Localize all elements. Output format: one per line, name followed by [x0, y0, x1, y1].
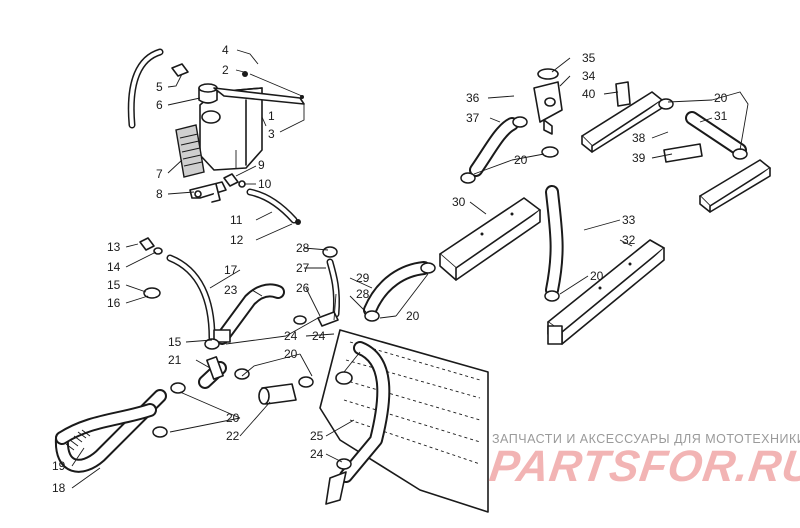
callout-numbers: 4 2 5 6 1 3 7 8 9 10 11 12 13 14 15 16 1…: [52, 43, 728, 495]
callout-4: 4: [222, 43, 229, 57]
deflector-39: [663, 143, 703, 163]
callout-22: 22: [226, 429, 240, 443]
callout-24-mid: 24: [312, 329, 326, 343]
callout-15-upper: 15: [107, 278, 121, 292]
callout-20-center: 20: [406, 309, 420, 323]
tunnel-panel: [319, 329, 489, 513]
callout-18: 18: [52, 481, 66, 495]
reservoir-cap: [198, 83, 218, 104]
callout-5: 5: [156, 80, 163, 94]
callout-11: 11: [230, 213, 243, 227]
grommet-pad: [175, 124, 205, 178]
callout-15-lower: 15: [168, 335, 182, 349]
callout-2: 2: [222, 63, 229, 77]
callout-6: 6: [156, 98, 163, 112]
long-hose-33: [544, 185, 564, 302]
callout-19: 19: [52, 459, 66, 473]
hose-clamps-left: [152, 338, 314, 438]
callout-20-lower-right: 20: [590, 269, 604, 283]
callout-40: 40: [582, 87, 596, 101]
callout-14: 14: [107, 260, 121, 274]
callout-26: 26: [296, 281, 310, 295]
leader-lines: [71, 49, 749, 489]
callout-33: 33: [622, 213, 636, 227]
upper-hose: [166, 254, 216, 342]
thermostat-housing: [533, 68, 563, 158]
callout-36: 36: [466, 91, 480, 105]
callout-32: 32: [622, 233, 636, 247]
callout-38: 38: [632, 131, 646, 145]
callout-8: 8: [156, 187, 163, 201]
heat-exchanger-32: [547, 239, 665, 345]
callout-28-lower: 28: [356, 287, 370, 301]
upper-center-hose: [293, 246, 340, 327]
callout-13: 13: [107, 240, 121, 254]
callout-27: 27: [296, 261, 310, 275]
callout-20-top-right: 20: [714, 91, 728, 105]
callout-25: 25: [310, 429, 324, 443]
thermostat-hose-37: [460, 116, 528, 184]
elbow-hose-29: [363, 261, 436, 322]
callout-35: 35: [582, 51, 596, 65]
callout-1: 1: [268, 109, 275, 123]
callout-21: 21: [168, 353, 182, 367]
callout-7: 7: [156, 167, 163, 181]
callout-20-mid: 20: [284, 347, 298, 361]
connector-tube: [198, 356, 227, 389]
callout-29: 29: [356, 271, 370, 285]
callout-30: 30: [452, 195, 466, 209]
coupler-22: [258, 383, 297, 405]
watermark-tagline: ЗАПЧАСТИ И АКСЕССУАРЫ ДЛЯ МОТОТЕХНИКИ: [492, 432, 800, 446]
callout-20-low: 20: [226, 411, 240, 425]
callout-16: 16: [107, 296, 121, 310]
callout-28-upper: 28: [296, 241, 310, 255]
callout-23: 23: [224, 283, 238, 297]
callout-37: 37: [466, 111, 480, 125]
callout-10: 10: [258, 177, 272, 191]
vertical-tunnel-hose: [325, 341, 391, 505]
heat-exchanger-30: [439, 197, 541, 281]
hose-clamp-small: [143, 287, 161, 299]
callout-39: 39: [632, 151, 646, 165]
watermark-logo: PARTSFOR.RU: [486, 442, 800, 491]
upper-exchanger-right: [699, 159, 771, 213]
overflow-hose: [127, 48, 189, 129]
lower-bellows-hose: [54, 389, 167, 473]
t-fitting-hose: [213, 283, 285, 345]
callout-9: 9: [258, 158, 265, 172]
coolant-reservoir: [199, 87, 263, 171]
callout-34: 34: [582, 69, 596, 83]
bleed-screw: [139, 237, 163, 255]
callout-12: 12: [230, 233, 244, 247]
callout-20-thermo: 20: [514, 153, 528, 167]
callout-24-low: 24: [310, 447, 324, 461]
fitting-40: [615, 81, 631, 107]
callout-17: 17: [224, 263, 238, 277]
callout-24-left: 24: [284, 329, 298, 343]
callout-31: 31: [714, 109, 728, 123]
callout-3: 3: [268, 127, 275, 141]
reservoir-mount: [189, 181, 227, 203]
